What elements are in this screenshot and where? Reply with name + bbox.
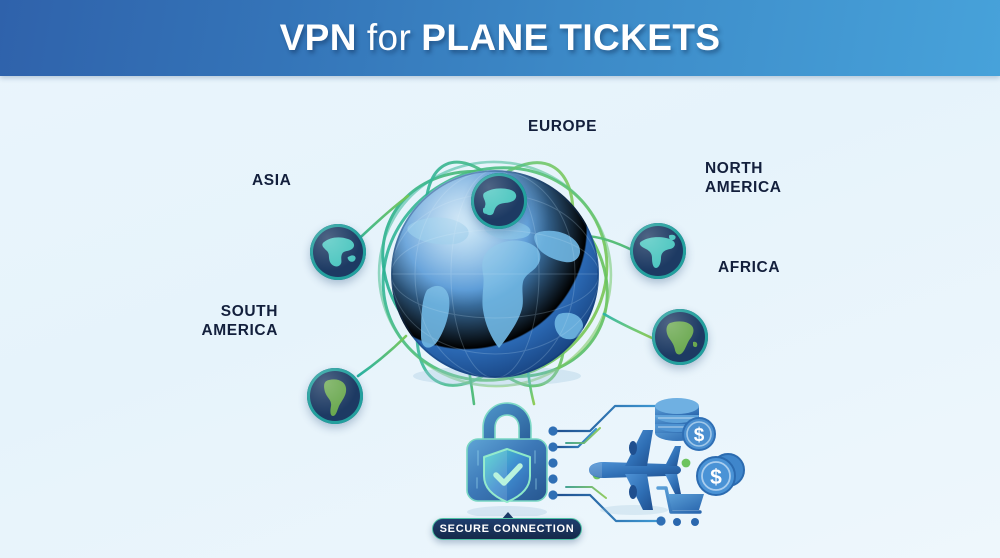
region-label-africa: AFRICA [718, 259, 781, 276]
south-america-map-icon [324, 379, 347, 416]
padlock-shield-check-icon [453, 394, 561, 516]
infographic-stage: ASIA EUROPE NORTH AMERICA AFRICA SOUTH A… [0, 76, 1000, 558]
region-badge-africa[interactable] [652, 309, 708, 365]
dollar-coin-icon: $ [692, 446, 750, 500]
region-label-south-america: SOUTH AMERICA [201, 303, 278, 339]
globe-graphic [383, 162, 607, 386]
secure-connection-label: SECURE CONNECTION [439, 523, 575, 535]
africa-map-icon [666, 321, 698, 355]
status-badge-secure-connection: SECURE CONNECTION [432, 512, 582, 540]
region-badge-europe[interactable] [471, 173, 527, 229]
shopping-cart-icon [655, 482, 709, 534]
north-america-map-icon [639, 234, 676, 268]
title-part-for: for [366, 17, 412, 58]
region-label-europe: EUROPE [528, 118, 598, 135]
svg-text:$: $ [710, 466, 722, 489]
pill-body: SECURE CONNECTION [432, 518, 582, 540]
pill-pointer [501, 512, 515, 520]
region-badge-south-america[interactable] [307, 368, 363, 424]
region-label-north-america: NORTH AMERICA [705, 160, 782, 196]
svg-text:$: $ [694, 425, 705, 446]
region-label-asia: ASIA [252, 172, 292, 189]
region-badge-north-america[interactable] [630, 223, 686, 279]
asia-map-icon [322, 237, 356, 267]
europe-map-icon [483, 188, 517, 216]
coin-stack-dollar-icon: $ [650, 388, 720, 454]
title-part-vpn: VPN [279, 17, 357, 58]
region-badge-asia[interactable] [310, 224, 366, 280]
airplane-icon [578, 421, 688, 517]
title-part-plane-tickets: PLANE TICKETS [421, 17, 721, 58]
